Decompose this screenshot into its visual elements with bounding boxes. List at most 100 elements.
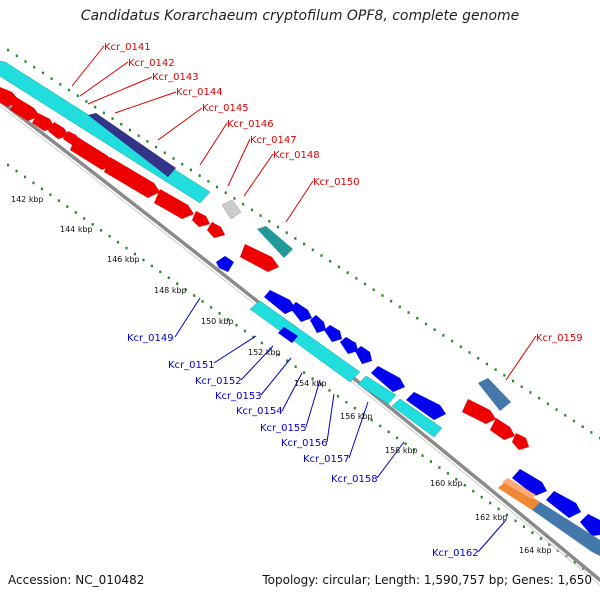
gene-label-reverse[interactable]: Kcr_0156 [281,438,328,449]
tick-label: 162 kbp [475,513,508,522]
leader-line [243,153,274,197]
tick-dot [345,400,348,404]
tick-dot [243,329,246,333]
gene-label-reverse[interactable]: Kcr_0162 [432,548,479,559]
tick-dot [346,271,349,274]
tick-label: 142 kbp [11,195,44,204]
gene-label-forward[interactable]: Kcr_0145 [202,103,249,114]
tick-dot [233,197,236,200]
tick-dot [23,175,27,179]
tick-dot [85,100,88,103]
leader-line [281,372,303,412]
tick-dot [451,339,454,343]
tick-dot [407,311,410,314]
tick-dot [7,163,10,167]
tick-dot [49,193,52,197]
tick-dot [573,561,576,564]
tick-dot [184,288,187,291]
leader-line [305,379,321,428]
tick-dot [424,322,428,326]
tick-dot [546,402,549,406]
reverse-gene-labels: Kcr_0149 Kcr_0151 Kcr_0152 Kcr_0153 Kcr_… [127,333,479,559]
tick-dot [40,187,44,191]
tick-label: 152 kbp [248,348,281,357]
gene-label-forward[interactable]: Kcr_0141 [104,42,151,53]
tick-dot [276,225,280,229]
cds-arrow [340,337,358,354]
tick-dot [102,111,105,115]
tick-dot [120,122,123,126]
cds-arrow [154,189,194,219]
tick-dot [172,157,175,160]
tick-dot [235,323,238,327]
tick-dot [459,345,462,349]
leader-line [376,441,405,479]
forward-gene-labels: Kcr_0141 Kcr_0142 Kcr_0143 Kcr_0144 Kcr_… [104,42,583,344]
tick-dot [555,408,558,411]
tick-dot [163,151,166,155]
cds-arrow [48,122,69,139]
tick-dot [548,543,551,546]
tick-dot [429,460,433,463]
cds-arrow [216,256,234,272]
tick-dot [320,254,323,257]
cds-arrow [240,244,279,272]
tick-dot [259,214,262,217]
leader-line [174,297,201,338]
tick-dot [94,105,97,109]
gene-label-reverse[interactable]: Kcr_0158 [331,474,378,485]
tick-dot [285,231,288,234]
gene-label-forward[interactable]: Kcr_0144 [176,87,223,98]
tick-dot [268,219,271,223]
tick-labels: 142 kbp 144 kbp 146 kbp 148 kbp 150 kbp … [11,195,552,555]
forward-cds [0,87,529,450]
strip-cyan-lower [357,375,397,405]
tick-dot [294,365,297,368]
tick-dot [362,412,365,416]
gene-label-forward[interactable]: Kcr_0148 [273,150,320,161]
tick-dot [494,368,497,371]
gene-label-reverse[interactable]: Kcr_0151 [168,360,215,371]
tick-dot [83,217,86,220]
tick-dot [91,223,94,226]
gene-label-reverse[interactable]: Kcr_0155 [260,423,307,434]
gene-label-forward[interactable]: Kcr_0147 [250,135,297,146]
tick-dot [590,431,593,434]
gene-label-forward[interactable]: Kcr_0143 [152,72,199,83]
strip-steel-lower [532,502,600,556]
tick-dot [421,454,424,457]
tick-dot [59,83,62,86]
gene-label-reverse[interactable]: Kcr_0149 [127,333,174,344]
cds-arrow [371,366,405,392]
gene-label-reverse[interactable]: Kcr_0154 [236,406,283,417]
tick-dot [503,374,506,377]
cds-arrow [580,514,600,536]
gene-label-forward[interactable]: Kcr_0150 [313,177,360,188]
tick-dot [209,306,213,309]
tick-dot [477,356,480,360]
gene-label-reverse[interactable]: Kcr_0152 [195,376,242,387]
tick-dot [311,248,314,252]
tick-dot [446,472,449,475]
tick-dot [336,395,340,398]
tick-dot [337,265,341,269]
tick-dot [250,208,253,212]
tick-dot [572,419,576,423]
gene-label-forward[interactable]: Kcr_0159 [536,333,583,344]
tick-dot [433,328,436,331]
tick-dot [363,282,367,286]
gene-label-forward[interactable]: Kcr_0146 [227,119,274,130]
tick-label: 148 kbp [154,286,187,295]
tick-dot [294,237,297,240]
leader-line [260,357,292,396]
rna-gray [221,199,242,220]
leader-line [114,91,177,114]
tick-label: 150 kbp [201,317,234,326]
tick-dot [224,191,227,195]
gene-label-forward[interactable]: Kcr_0142 [128,58,175,69]
gene-label-reverse[interactable]: Kcr_0157 [303,454,350,465]
tick-dot [379,424,382,428]
gene-label-reverse[interactable]: Kcr_0153 [215,391,262,402]
tick-dot [416,316,419,320]
